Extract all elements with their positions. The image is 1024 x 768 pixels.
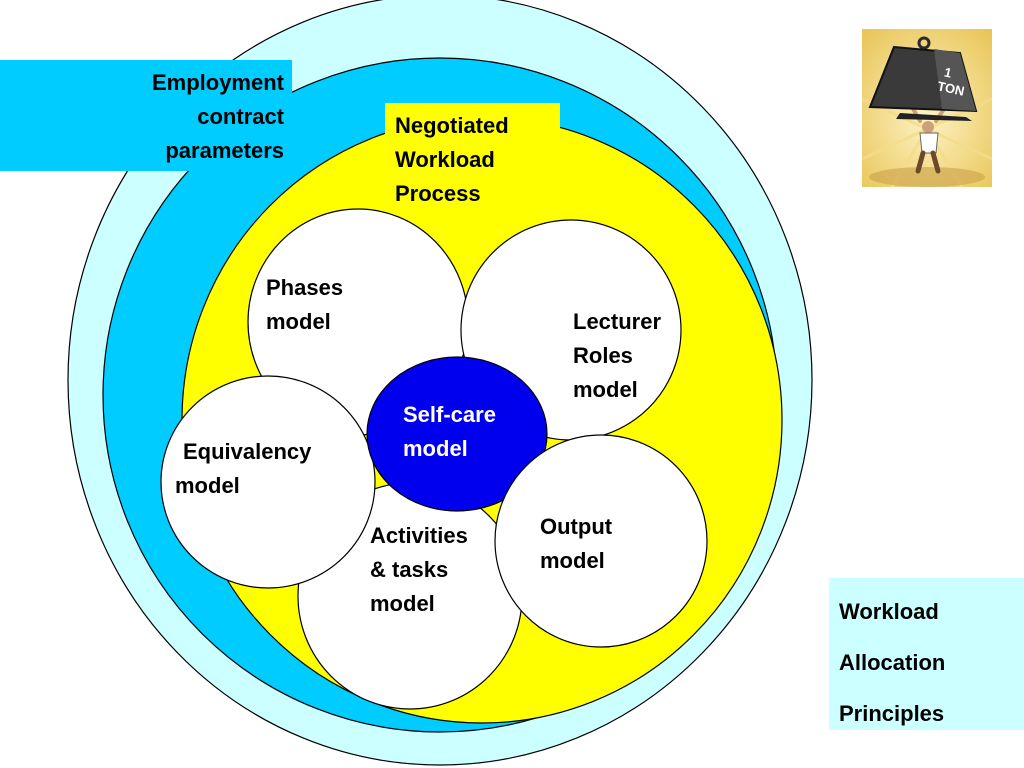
label-line: Allocation bbox=[839, 650, 946, 675]
label-line: model bbox=[540, 548, 605, 573]
label-line: contract bbox=[197, 104, 284, 129]
equivalency-circle bbox=[160, 375, 376, 589]
allocation-principles-label: Workload Allocation Principles bbox=[839, 586, 945, 739]
label-line: Self-care bbox=[403, 402, 496, 427]
phases-model-label: Phases model bbox=[266, 271, 343, 339]
label-line: Equivalency bbox=[183, 439, 312, 464]
employment-contract-box bbox=[0, 60, 292, 171]
label-line: Workload bbox=[839, 599, 939, 624]
negotiated-process-box bbox=[385, 103, 560, 210]
output-model-label: Output model bbox=[540, 510, 612, 578]
ground-shadow bbox=[869, 167, 985, 187]
weight-lifter-icon: 1 TON bbox=[862, 29, 992, 187]
label-line: Output bbox=[540, 514, 613, 539]
label-line: Lecturer bbox=[573, 309, 662, 334]
allocation-principles-box bbox=[829, 578, 1024, 730]
negotiated-process-label: Negotiated Workload Process bbox=[395, 109, 509, 211]
label-line: model bbox=[573, 377, 638, 402]
label-line: Activities bbox=[370, 523, 468, 548]
label-line: Principles bbox=[839, 701, 945, 726]
label-line: model bbox=[370, 591, 435, 616]
label-line: Roles bbox=[573, 343, 633, 368]
label-line: & tasks bbox=[370, 557, 449, 582]
label-line: model bbox=[175, 473, 240, 498]
equivalency-model-label: Equivalency model bbox=[175, 435, 311, 503]
label-line: parameters bbox=[165, 138, 284, 163]
ton-weight bbox=[868, 36, 978, 121]
self-care-model-label: Self-care model bbox=[403, 398, 496, 466]
label-line: Phases bbox=[266, 275, 344, 300]
ton-number: 1 bbox=[943, 65, 953, 81]
employment-contract-label: Employment contract parameters bbox=[152, 66, 284, 168]
label-line: Process bbox=[395, 181, 481, 206]
self-care-circle bbox=[366, 356, 548, 512]
lecturer-roles-model-label: Lecturer Roles model bbox=[573, 305, 661, 407]
ton-word: TON bbox=[936, 78, 966, 98]
activities-tasks-model-label: Activities & tasks model bbox=[370, 519, 468, 621]
label-line: model bbox=[403, 436, 468, 461]
output-circle bbox=[494, 434, 708, 648]
label-line: Employment bbox=[151, 70, 284, 95]
label-line: Workload bbox=[395, 147, 495, 172]
label-line: Negotiated bbox=[395, 113, 509, 138]
label-line: model bbox=[266, 309, 331, 334]
